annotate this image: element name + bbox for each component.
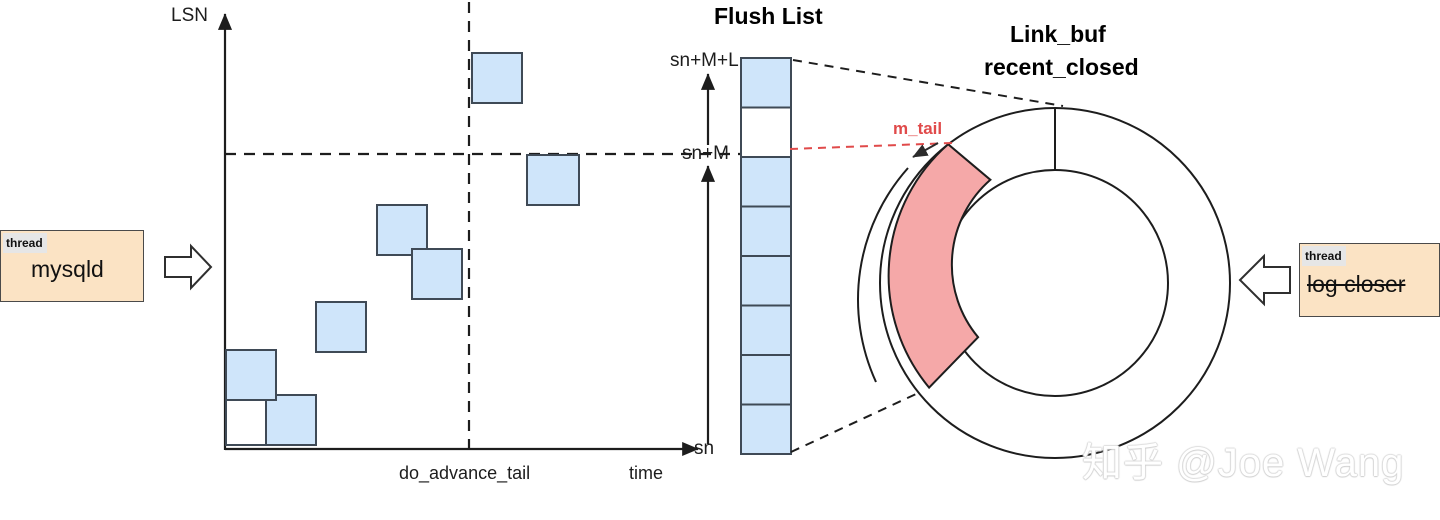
thread-tag-left: thread [3, 233, 47, 253]
flush-list-marker-top: sn+M+L [670, 50, 739, 71]
flush-list-title: Flush List [714, 3, 823, 29]
thread-tag-right-text: thread [1305, 249, 1342, 263]
flush-list-cell [740, 156, 792, 208]
flush-list-cell [740, 57, 792, 109]
m-tail-arrow [912, 142, 939, 158]
flush-list-marker-bottom: sn [694, 438, 715, 459]
watermark: 知乎 @Joe Wang [1082, 441, 1405, 485]
flush-list-cell [740, 255, 792, 307]
connector-bottom [790, 387, 930, 453]
zoom-connectors [790, 59, 1064, 453]
ring-highlight-segment [887, 142, 992, 390]
m-tail-pointer [789, 142, 953, 158]
thread-name-log-closer: log closer [1307, 271, 1406, 297]
flush-list-cell-group [740, 57, 792, 455]
right-thread-arrow-icon [1238, 253, 1291, 307]
flush-list-cell [740, 403, 792, 455]
flush-list-cell [740, 304, 792, 356]
flush-list-cell [740, 205, 792, 257]
m-tail-label: m_tail [893, 119, 943, 138]
chart-block [225, 349, 277, 401]
chart-block-group [225, 52, 580, 446]
chart-axes [217, 13, 699, 457]
chart-block [411, 248, 463, 300]
flush-list-cell [740, 106, 792, 158]
left-thread-arrow-icon [164, 243, 213, 291]
y-axis-label: LSN [171, 5, 208, 26]
flush-list-marker-middle: sn+M [682, 143, 729, 164]
chart-block [471, 52, 523, 104]
ring-inner-circle [941, 169, 1169, 397]
link-buf-ring [857, 107, 1231, 459]
flush-list-cell [740, 354, 792, 406]
recent-closed-title: recent_closed [984, 54, 1139, 80]
ring-sweep-arc [857, 167, 909, 383]
link-buf-title: Link_buf [1010, 21, 1106, 47]
chart-guides [225, 2, 740, 449]
do-advance-tail-label: do_advance_tail [399, 463, 531, 483]
thread-tag-left-text: thread [6, 236, 43, 250]
chart-block [376, 204, 428, 256]
thread-name-mysqld: mysqld [31, 256, 104, 282]
x-axis-label: time [629, 463, 664, 483]
chart-block [315, 301, 367, 353]
chart-block [526, 154, 580, 206]
connector-top [792, 59, 1064, 107]
thread-box-log-closer[interactable]: thread log closer [1299, 243, 1440, 317]
thread-tag-right: thread [1302, 246, 1346, 266]
thread-box-mysqld[interactable]: thread mysqld [0, 230, 144, 302]
chart-block [265, 394, 317, 446]
